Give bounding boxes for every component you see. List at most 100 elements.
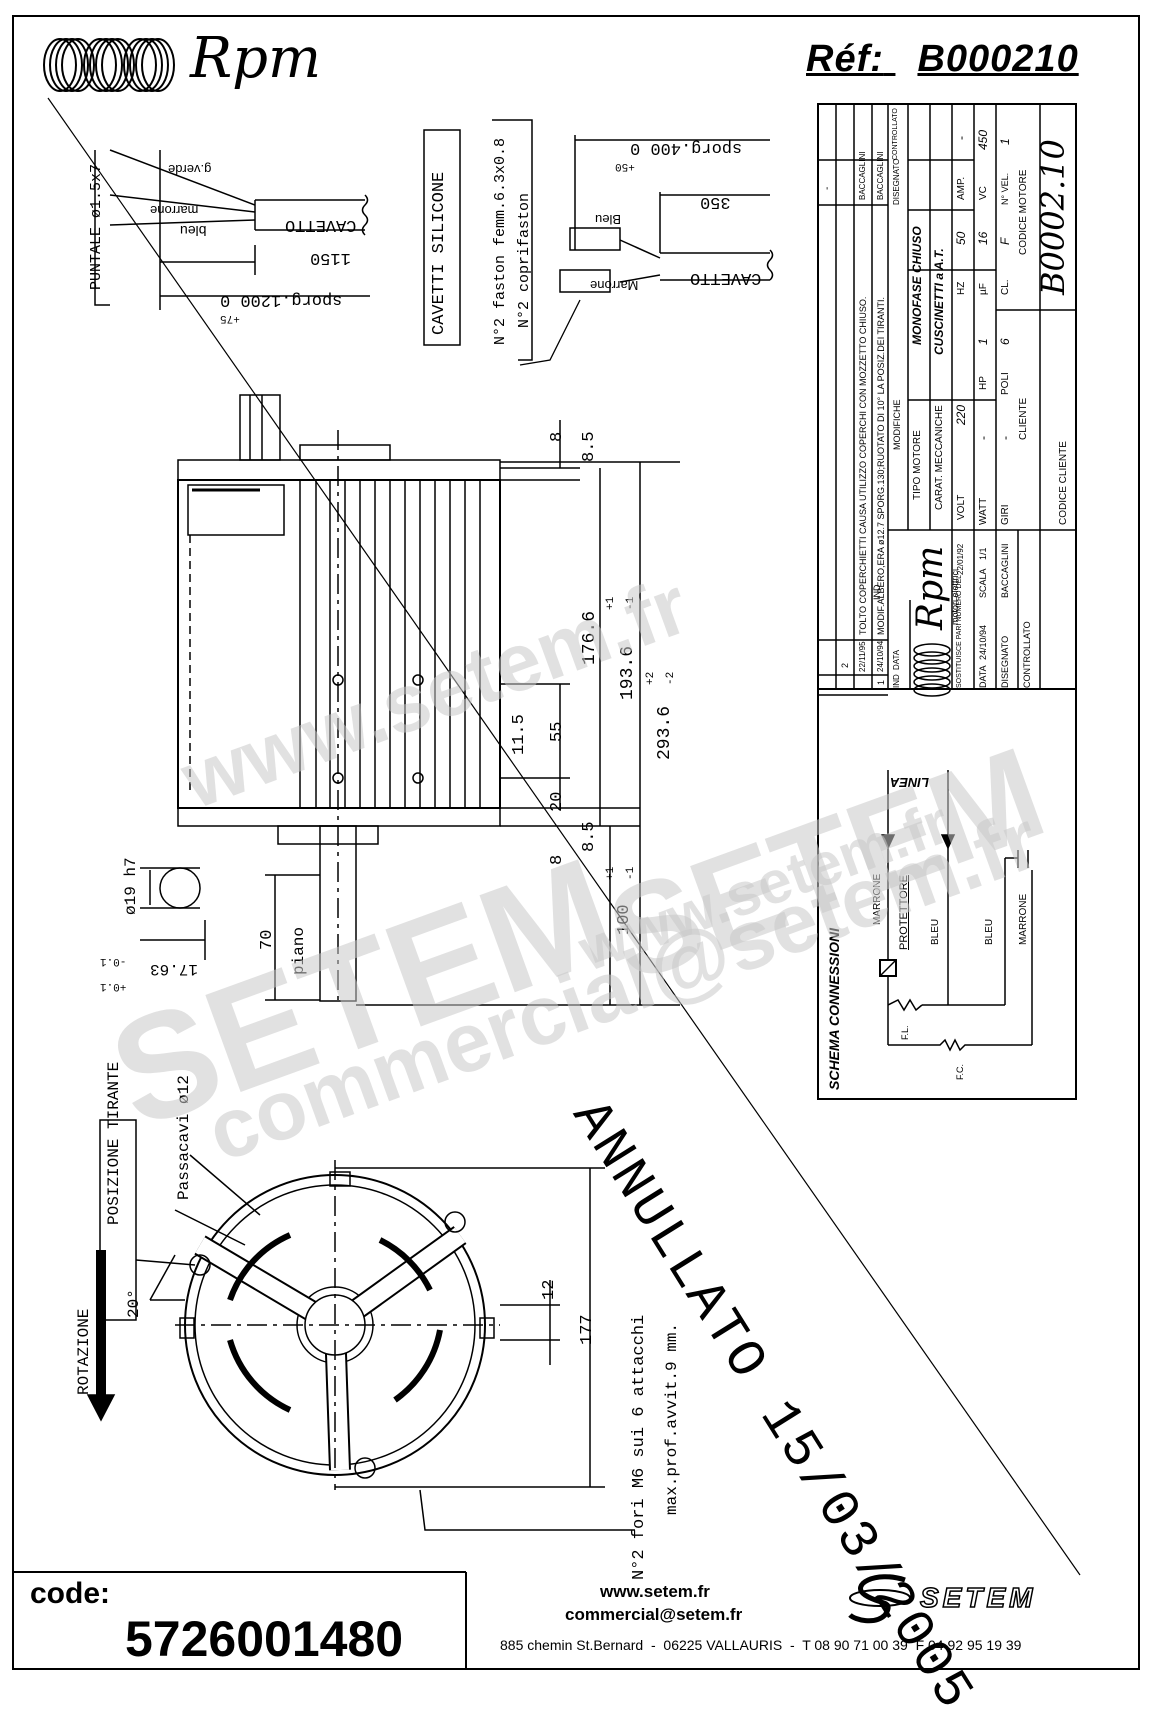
amp-value: -	[954, 136, 968, 140]
rotazione-label: ROTAZIONE	[75, 1308, 93, 1395]
giri-label: GIRI	[1000, 504, 1011, 525]
rev2-modifiche: TOLTO COPERCHIETTI CAUSA UTILIZZO COPERC…	[858, 296, 868, 635]
hp-value: 1	[976, 338, 990, 345]
dim-1766: 176.6	[580, 610, 600, 665]
dim-100-tol-dn: -1	[625, 866, 637, 880]
dim-angle: 20°	[125, 1289, 143, 1318]
cable-right-wire-blue: Bleu	[595, 212, 622, 227]
vc-label: VC	[978, 186, 989, 200]
dim-85b: 8.5	[580, 821, 599, 852]
ref-label: Réf:	[806, 38, 884, 80]
dim-1936-tol-up: +1	[605, 596, 617, 610]
tipo-motore-label: TIPO MOTORE	[912, 430, 923, 500]
passacavi-label: Passacavi ø12	[175, 1075, 193, 1200]
rev2-ind: 2	[840, 662, 850, 668]
cable-left-tol: +75	[220, 312, 240, 324]
sostituisce-date: 22/01/92	[956, 543, 965, 575]
poli-label: POLI	[1000, 372, 1011, 395]
schema-fc: F.C.	[955, 1063, 965, 1080]
faston-line1: N°2 faston femm.6.3x0.8	[492, 137, 509, 345]
hdr-disegnato: DISEGNATO	[892, 158, 901, 205]
dim-2936: 293.6	[655, 705, 675, 760]
cable-left-length: 1150	[310, 248, 351, 267]
cable-right-label: CAVETTO	[690, 268, 762, 287]
dim-2936-tol-dn: -2	[665, 671, 677, 685]
rev2-data: 22/11/95	[858, 641, 867, 672]
dim-85a: 8.5	[580, 431, 599, 462]
fori-label: N°2 fori M6 sui 6 attacchi	[630, 1314, 649, 1580]
data-label: DATA	[978, 665, 988, 688]
watt-value: -	[976, 436, 990, 440]
tb-brand: Rpm	[910, 545, 951, 630]
schema-title: SCHEMA CONNESSIONI	[826, 927, 842, 1090]
faston-line2: N°2 coprifaston	[516, 192, 533, 328]
footer-code: 5726001480	[125, 1611, 404, 1667]
amp-label: AMP.	[956, 176, 967, 200]
controllato-label: CONTROLLATO	[1022, 621, 1032, 688]
sostituisce-label: SOSTITUISCE PARI NUMERO DEL	[956, 574, 963, 688]
schema-protettore: PROTETTORE	[898, 875, 910, 950]
cable-left-sporg: sporg.1200 0	[220, 290, 343, 309]
tb-coil-icon	[913, 643, 951, 697]
footer-email: commercial@setem.fr	[565, 1605, 743, 1624]
dim-20: 20	[548, 791, 567, 812]
dim-177: 177	[578, 1314, 597, 1345]
vc-value: 450	[976, 129, 990, 150]
uf-label: µF	[978, 283, 989, 295]
scala-value: 1/1	[978, 547, 988, 560]
brand-name: Rpm	[190, 26, 322, 91]
rev1-data: 24/10/94	[876, 640, 885, 672]
dim-flat-tol-up: +0.1	[100, 980, 127, 992]
vel-value: 1	[998, 138, 1012, 145]
volt-label: VOLT	[956, 494, 967, 520]
codice-motore-label: CODICE MOTORE	[1018, 169, 1029, 255]
footer-address: 885 chemin St.Bernard - 06225 VALLAURIS …	[500, 1637, 1022, 1653]
hdr-controllato: CONTROLLATO	[892, 108, 899, 160]
hz-label: HZ	[956, 281, 967, 295]
dim-8a: 8	[548, 431, 567, 442]
schema-bleu1: BLEU	[930, 918, 941, 945]
schema-bleu2: BLEU	[984, 918, 995, 945]
footer-web: www.setem.fr	[600, 1582, 710, 1601]
dim-115: 11.5	[510, 714, 529, 755]
hz-value: 50	[954, 231, 968, 245]
cl-label: CL.	[1000, 279, 1011, 295]
dim-flat: 17.63	[150, 960, 199, 978]
dim-100-tol-up: +1	[605, 866, 617, 880]
cable-left-label: CAVETTO	[285, 215, 357, 234]
carat-label: CARAT. MECCANICHE	[934, 405, 945, 510]
setem-logo-icon	[848, 1574, 911, 1624]
disegnato-label: DISEGNATO	[1000, 635, 1010, 688]
dim-70: 70	[258, 929, 277, 950]
cable-right-tol: +50	[615, 160, 635, 172]
dim-flat-tol-dn: -0.1	[100, 955, 127, 967]
codice-cliente-label: CODICE CLIENTE	[1058, 441, 1069, 525]
dim-55: 55	[548, 721, 567, 742]
dim-1936: 193.6	[618, 645, 638, 700]
carat-value: CUSCINETTI a A.T.	[932, 248, 946, 355]
ref-value: B000210	[917, 38, 1079, 80]
wire-green-label: g.verde	[168, 162, 212, 177]
uf-value: 16	[976, 231, 990, 245]
footer-code-label: code:	[30, 1577, 111, 1610]
dim-2936-tol-up: +2	[645, 671, 657, 685]
cable-right-sporg: sporg.400 0	[630, 138, 743, 157]
scala-label: SCALA	[978, 568, 988, 598]
schema-marrone1: MARRONE	[872, 873, 883, 925]
cl-value: F	[998, 237, 1012, 245]
rev1-disegnato: BACCAGLINI	[876, 151, 885, 200]
rev1-modifiche: MODIF.ALBERO,ERA ø12.7 SPORG.130;RUOTATO…	[876, 296, 886, 635]
hdr-ind: IND	[892, 674, 901, 688]
poli-value: 6	[998, 338, 1012, 345]
cliente-label: CLIENTE	[1018, 397, 1029, 440]
reference: Réf: B000210	[806, 38, 1079, 81]
hdr-modifiche: MODIFICHE	[892, 399, 902, 451]
dim-8b: 8	[548, 854, 567, 865]
tipo-motore-value: MONOFASE CHIUSO	[910, 226, 924, 345]
dim-1936-tol-dn: -1	[625, 596, 637, 610]
rev1-ind: 1	[876, 679, 886, 685]
wire-brown-label: marrone	[150, 203, 199, 218]
schema-fl: F.L.	[900, 1025, 910, 1040]
coil-logo-icon	[43, 38, 175, 92]
cable-right-length: 350	[700, 192, 731, 211]
